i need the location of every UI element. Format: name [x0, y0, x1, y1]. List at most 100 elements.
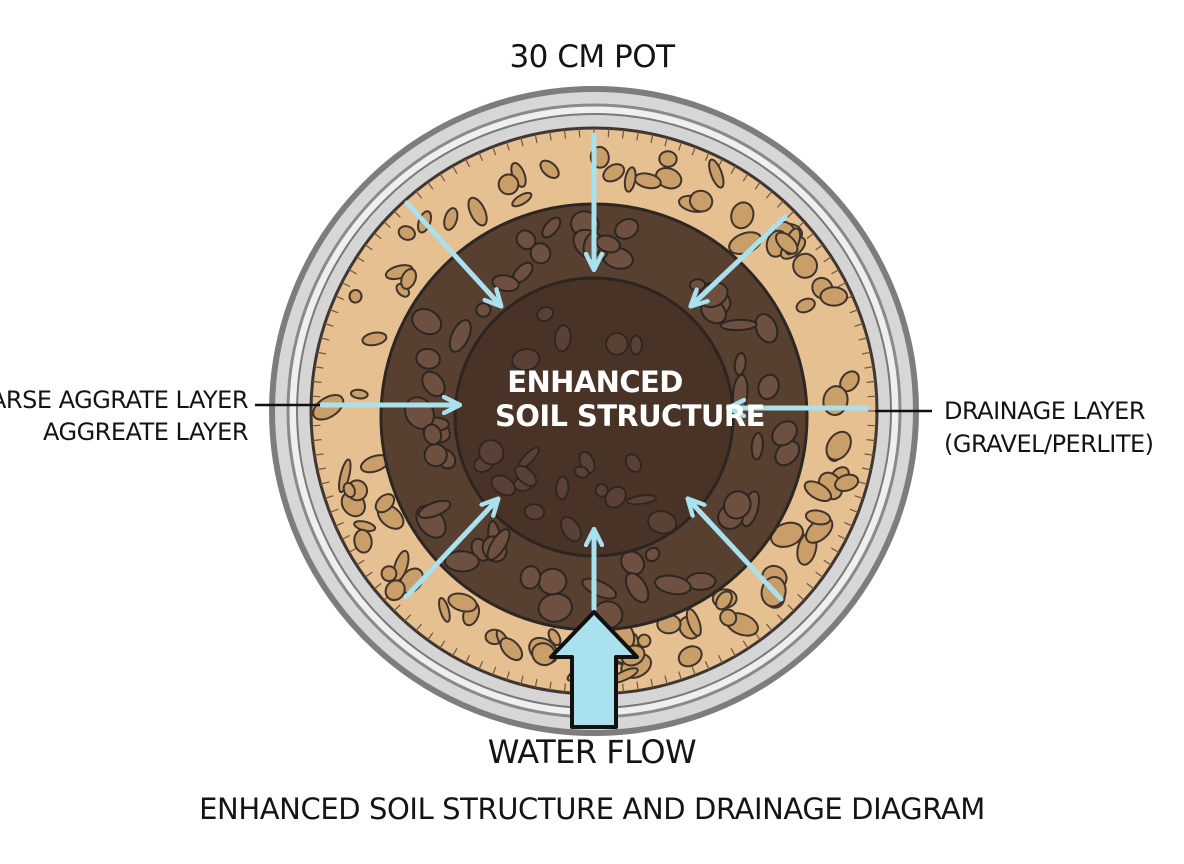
drainage-tick: [866, 380, 876, 383]
soil-aggregate-clump: [417, 499, 452, 519]
drainage-tick: [849, 309, 859, 314]
drainage-stone: [338, 458, 352, 494]
drainage-tick: [505, 141, 510, 151]
inner-soil-clump: [555, 475, 570, 501]
drainage-tick: [678, 141, 683, 151]
inner-soil-clump: [536, 306, 554, 322]
soil-aggregate-clump: [723, 490, 752, 520]
drainage-tick: [314, 366, 324, 369]
soil-aggregate-clump: [644, 546, 661, 563]
drainage-tick: [607, 128, 610, 138]
drainage-stones: [312, 145, 860, 684]
drainage-stone: [795, 297, 816, 314]
drainage-tick: [329, 508, 339, 513]
inner-soil-clump: [554, 324, 572, 353]
drainage-tick: [754, 181, 761, 190]
drainage-tick: [393, 210, 401, 218]
soil-aggregate-clump: [423, 442, 448, 468]
drainage-tick: [691, 146, 696, 156]
drainage-tick: [664, 675, 668, 685]
drainage-tick: [831, 268, 840, 275]
drainage-stone: [511, 191, 533, 208]
drainage-tick: [364, 571, 373, 578]
drainage-tick: [478, 152, 484, 161]
soil-aggregate-clump: [771, 420, 798, 447]
inner-soil-clump: [625, 453, 642, 473]
inner-soil-clump: [629, 334, 643, 356]
drainage-tick: [464, 654, 471, 664]
drainage-tick: [622, 683, 625, 693]
soil-aggregate-clump: [422, 423, 443, 446]
drainage-tick: [858, 481, 868, 485]
soil-aggregate-clump: [486, 528, 511, 561]
drainage-tick: [341, 281, 351, 288]
inflow-arrow-icon: [692, 214, 788, 305]
drainage-stone: [467, 196, 488, 227]
drainage-tick: [742, 640, 749, 649]
drainage-stone: [602, 163, 626, 183]
drainage-tick: [730, 165, 737, 174]
soil-aggregate-clump: [624, 572, 650, 604]
drainage-stone: [374, 493, 396, 514]
drainage-tick: [563, 129, 566, 139]
drainage-stone: [715, 590, 733, 611]
drainage-stone: [677, 645, 703, 668]
drainage-tick: [787, 210, 795, 218]
drainage-tick: [776, 614, 784, 622]
right-layer-label-line2: (GRAVEL/PERLITE): [944, 430, 1154, 458]
drainage-stone: [804, 509, 832, 526]
drainage-tick: [815, 244, 824, 251]
inner-soil-clump: [560, 516, 582, 543]
inner-soil-clump: [604, 485, 627, 509]
drainage-tick: [664, 137, 668, 147]
drainage-tick: [534, 678, 538, 688]
soil-aggregate-clump: [415, 347, 441, 370]
drainage-stone: [499, 637, 524, 662]
inflow-arrow-icon: [403, 500, 497, 600]
drainage-tick: [742, 173, 749, 182]
drainage-tick: [324, 322, 334, 327]
drainage-tick: [356, 256, 365, 263]
drainage-tick: [776, 200, 784, 208]
drainage-tick: [823, 559, 832, 566]
drainage-tick: [730, 648, 737, 657]
soil-aggregate-clump: [529, 242, 552, 265]
drainage-stone: [342, 481, 356, 499]
inflow-arrow-icon: [404, 200, 500, 305]
inner-soil-clump: [514, 464, 538, 487]
drainage-tick: [393, 604, 401, 612]
drainage-tick: [364, 244, 373, 251]
soil-aggregate-clump: [444, 550, 480, 573]
drainage-tick: [335, 295, 344, 301]
drainage-tick: [534, 134, 538, 144]
diagram-title: ENHANCED SOIL STRUCTURE AND DRAINAGE DIA…: [199, 792, 985, 826]
drainage-stone: [834, 473, 860, 492]
drainage-tick: [704, 661, 710, 670]
drainage-tick: [650, 678, 654, 688]
drainage-stone: [497, 173, 520, 196]
drainage-tick: [451, 165, 458, 174]
soil-aggregate-clump: [421, 370, 446, 398]
drainage-tick: [478, 661, 484, 670]
drainage-stone: [719, 608, 738, 627]
drainage-tick: [549, 131, 552, 141]
center-label-line2: SOIL STRUCTURE: [495, 399, 765, 433]
drainage-tick: [415, 190, 423, 199]
drainage-tick: [427, 181, 434, 190]
drainage-tick: [861, 351, 871, 355]
drainage-tick: [341, 534, 351, 541]
drainage-stone: [443, 207, 459, 231]
drainage-tick: [765, 190, 773, 199]
drainage-stone: [658, 150, 678, 168]
drainage-tick: [806, 582, 815, 590]
drainage-stone: [447, 592, 478, 613]
drainage-stone: [819, 286, 849, 307]
inner-soil-clump: [573, 465, 590, 479]
inflow-arrows: [319, 132, 870, 612]
drainage-tick: [492, 666, 497, 676]
drainage-tick: [854, 495, 864, 500]
soil-aggregate-clump: [654, 574, 692, 596]
soil-aggregate-clump: [519, 565, 542, 590]
drainage-tick: [329, 309, 339, 314]
